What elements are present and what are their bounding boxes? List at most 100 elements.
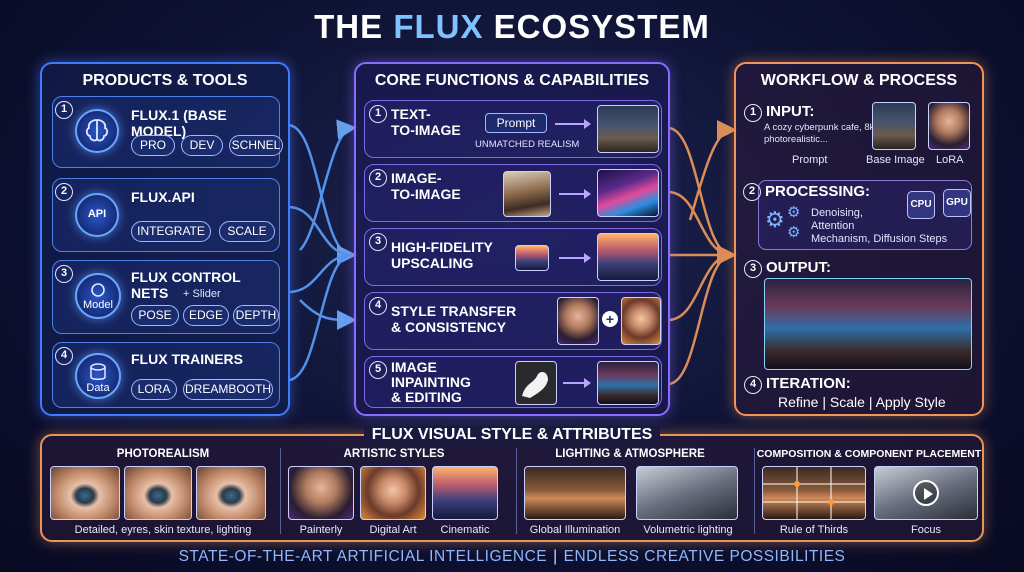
product-card-control-nets[interactable]: 3 Model FLUX CONTROL NETS + Slider POSE … [52,260,280,334]
cpu-chip-icon: CPU [907,191,935,219]
base-image-thumbnail [872,102,916,150]
tag-lora[interactable]: LORA [131,379,177,400]
arrow-right-icon [559,189,591,199]
input-image-thumbnail [515,245,549,271]
tag-depth[interactable]: DEPTH [233,305,279,326]
arrow-product-3 [287,253,353,294]
arrow-workflow-top [688,120,737,221]
tag-pose[interactable]: POSE [131,305,179,326]
product-card-flux1[interactable]: 1 FLUX.1 (BASE MODEL) PRO DEV SCHNEL [52,96,283,168]
output-title: OUTPUT: [766,259,831,276]
group-heading-photorealism: PHOTOREALISM [116,448,210,460]
database-icon: Data [75,353,121,399]
caption-photorealism: Detailed, eyres, skin texture, lighting [74,524,252,536]
content-image-thumbnail [557,297,599,345]
core-card-text-to-image[interactable]: 1 TEXT-TO-IMAGE Prompt UNMATCHED REALISM [364,100,662,158]
arrow-product-4 [287,253,353,382]
processing-box: 2 PROCESSING: ⚙ ⚙ ⚙ Denoising, Attention… [743,180,972,250]
product-title: FLUX TRAINERS [131,351,243,367]
iteration-apply-style[interactable]: Apply Style [875,394,946,410]
focus-image [874,466,978,520]
arrow-core-out-5 [667,253,733,386]
processing-text: Denoising, Attention Mechanism, Diffusio… [811,207,947,246]
core-card-style-transfer[interactable]: 4 STYLE TRANSFER& CONSISTENCY + [364,292,662,350]
plus-icon: + [602,311,618,327]
workflow-heading: WORKFLOW & PROCESS [760,72,958,89]
tag-edge[interactable]: EDGE [183,305,229,326]
prompt-chip[interactable]: Prompt [485,113,547,133]
core-card-image-to-image[interactable]: 2 IMAGE-TO-IMAGE [364,164,662,222]
divider [754,448,755,534]
arrow-right-icon [559,253,591,263]
core-title-line: & EDITING [391,389,462,405]
core-title-line: HIGH-FIDELITY [391,239,493,255]
input-title: INPUT: [766,103,815,120]
tag-schnel[interactable]: SCHNEL [229,135,283,156]
caption-painterly: Painterly [299,524,343,536]
style-image-thumbnail [621,297,661,345]
visual-heading: FLUX VISUAL STYLE & ATTRIBUTES [42,426,982,444]
core-title: STYLE TRANSFER& CONSISTENCY [391,303,516,335]
iteration-scale[interactable]: Scale [829,394,865,410]
label-lora: LoRA [936,154,964,166]
caption-global-illumination: Global Illumination [529,524,621,536]
tag-scale[interactable]: SCALE [219,221,275,242]
group-heading-lighting: LIGHTING & ATMOSPHERE [555,448,705,460]
footer-left: STATE-OF-THE-ART ARTIFICIAL INTELLIGENCE [178,548,548,565]
product-number: 4 [55,347,73,365]
tag-dreambooth[interactable]: DREAMBOOTH [183,379,273,400]
product-title: FLUX.API [131,189,195,205]
output-image-thumbnail [597,169,659,217]
separator: | [868,394,873,410]
label-base-image: Base Image [866,154,925,166]
processing-line: Denoising, [811,207,863,219]
caption-cinematic: Cinematic [440,524,490,536]
arrow-right-icon [563,378,591,388]
workflow-number: 1 [744,104,762,122]
arrow-core-4 [299,299,357,330]
product-card-trainers[interactable]: 4 Data FLUX TRAINERS LORA DREAMBOOTH [52,342,280,408]
workflow-number: 3 [744,260,762,278]
core-title-line: INPAINTING [391,374,471,390]
gear-small-icon: ⚙ [787,204,801,221]
tag-dev[interactable]: DEV [181,135,223,156]
output-image-thumbnail [597,105,659,153]
play-icon[interactable] [913,480,939,506]
core-heading: CORE FUNCTIONS & CAPABILITIES [374,72,650,89]
core-title: TEXT-TO-IMAGE [391,106,461,138]
gear-icon: ⚙ [765,207,785,232]
iteration-options: Refine | Scale | Apply Style [778,394,946,410]
products-panel: PRODUCTS & TOOLS 1 FLUX.1 (BASE MODEL) P… [40,62,290,416]
label-prompt: Prompt [792,154,828,166]
input-image-thumbnail [503,171,551,217]
product-title: FLUX CONTROL NETS [131,269,241,301]
tag-pro[interactable]: PRO [131,135,175,156]
volumetric-lighting-image [636,466,738,520]
core-number: 4 [369,297,387,315]
iteration-refine[interactable]: Refine [778,394,819,410]
arrow-product-1 [287,123,357,265]
product-number: 1 [55,101,73,119]
brain-icon [75,109,119,153]
footer-separator: | [553,548,558,565]
output-image [764,278,972,370]
group-heading-artistic: ARTISTIC STYLES [343,448,445,460]
tag-integrate[interactable]: INTEGRATE [131,221,211,242]
arrow-core-out-1 [667,126,737,265]
gear-small-icon: ⚙ [787,224,801,241]
core-title-line: STYLE TRANSFER [391,303,517,319]
cinematic-image [432,466,498,520]
output-image-thumbnail [597,361,659,405]
core-caption: UNMATCHED REALISM [475,139,580,150]
processing-title: PROCESSING: [765,183,871,200]
output-image-thumbnail [597,233,659,281]
separator: | [822,394,826,410]
core-title-line: IMAGE [391,359,437,375]
caption-digital-art: Digital Art [369,524,417,536]
product-card-api[interactable]: 2 API FLUX.API INTEGRATE SCALE [52,178,280,252]
